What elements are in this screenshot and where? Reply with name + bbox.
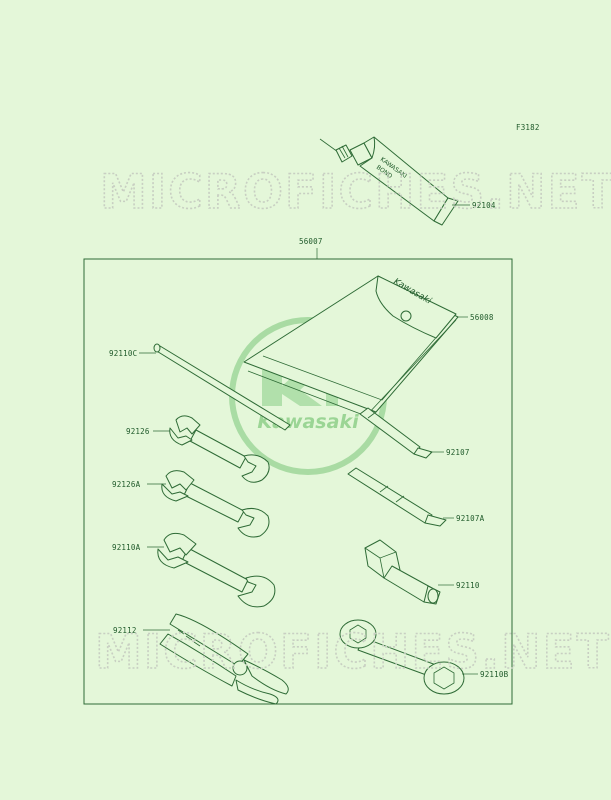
screwdriver-plus[interactable] bbox=[359, 407, 433, 459]
wrench-medium[interactable] bbox=[161, 470, 270, 538]
pliers[interactable] bbox=[159, 613, 289, 705]
part-label[interactable]: 92110C bbox=[109, 349, 137, 358]
part-label[interactable]: 92126 bbox=[126, 427, 150, 436]
figure-code: F3182 bbox=[516, 123, 540, 132]
spark-plug-wrench[interactable] bbox=[364, 539, 441, 605]
kit-frame bbox=[83, 258, 513, 705]
part-label[interactable]: 92110A bbox=[112, 543, 141, 552]
part-label[interactable]: 92110B bbox=[480, 670, 509, 679]
part-label[interactable]: 92112 bbox=[113, 626, 137, 635]
part-label[interactable]: 92107A bbox=[456, 514, 485, 523]
part-label[interactable]: 92126A bbox=[112, 480, 141, 489]
watermark: MICROFICHES.NET bbox=[95, 625, 611, 680]
part-label[interactable]: 56007 bbox=[299, 237, 323, 246]
part-label[interactable]: 56008 bbox=[470, 313, 494, 322]
part-label[interactable]: 92104 bbox=[472, 201, 496, 210]
wrench-large[interactable] bbox=[157, 532, 276, 608]
box-wrench[interactable] bbox=[339, 619, 465, 695]
screwdriver-minus[interactable] bbox=[347, 467, 447, 527]
part-label[interactable]: 92107 bbox=[446, 448, 470, 457]
watermark: MICROFICHES.NET bbox=[100, 165, 611, 220]
part-label[interactable]: 92110 bbox=[456, 581, 480, 590]
handle-bar[interactable] bbox=[153, 343, 291, 431]
wrench-small[interactable] bbox=[169, 415, 270, 483]
